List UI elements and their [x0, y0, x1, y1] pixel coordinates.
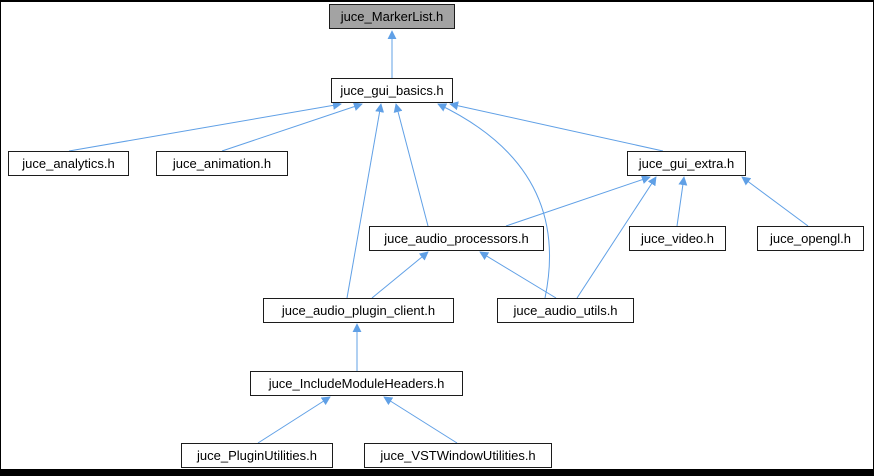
- node-juce_audio_processors_h[interactable]: juce_audio_processors.h: [369, 226, 544, 251]
- node-juce_animation_h[interactable]: juce_animation.h: [156, 151, 288, 176]
- node-juce_audio_utils_h[interactable]: juce_audio_utils.h: [497, 298, 634, 323]
- node-juce_MarkerList_h: juce_MarkerList.h: [329, 4, 455, 29]
- node-juce_IncludeModuleHeaders_h[interactable]: juce_IncludeModuleHeaders.h: [250, 371, 463, 396]
- node-juce_opengl_h[interactable]: juce_opengl.h: [757, 226, 864, 251]
- node-juce_VSTWindowUtilities_h[interactable]: juce_VSTWindowUtilities.h: [364, 443, 552, 468]
- node-juce_PluginUtilities_h[interactable]: juce_PluginUtilities.h: [181, 443, 333, 468]
- node-juce_analytics_h[interactable]: juce_analytics.h: [8, 151, 129, 176]
- node-juce_gui_basics_h[interactable]: juce_gui_basics.h: [331, 78, 453, 103]
- node-juce_gui_extra_h[interactable]: juce_gui_extra.h: [627, 151, 746, 176]
- node-juce_video_h[interactable]: juce_video.h: [629, 226, 726, 251]
- node-juce_audio_plugin_client_h[interactable]: juce_audio_plugin_client.h: [263, 298, 454, 323]
